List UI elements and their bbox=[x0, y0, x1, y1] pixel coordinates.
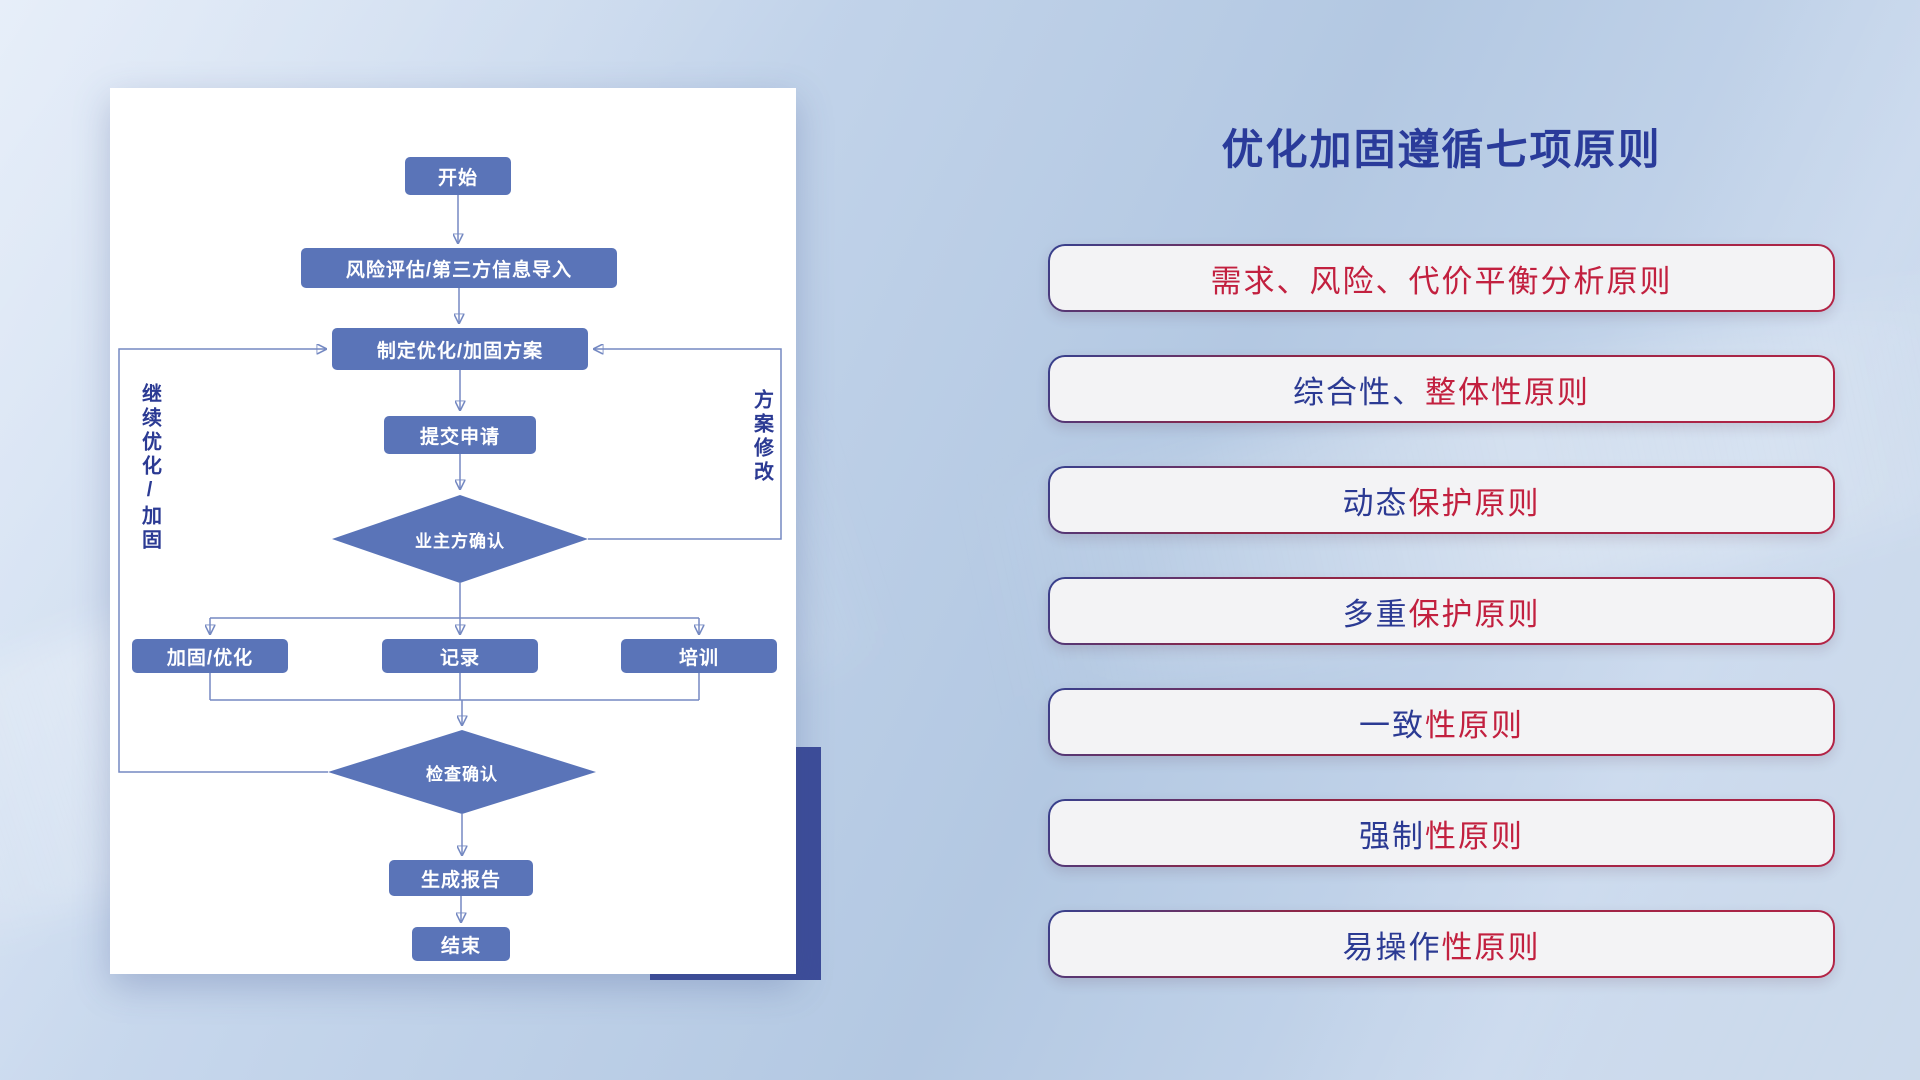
principle-pill: 综合性、整体性原则 bbox=[1048, 355, 1835, 423]
flow-node-risk-import: 风险评估/第三方信息导入 bbox=[301, 248, 617, 288]
principle-text: 多重保护原则 bbox=[1050, 579, 1833, 643]
principle-text-segment: 多重 bbox=[1342, 596, 1409, 632]
flowchart-card: 开始 风险评估/第三方信息导入 制定优化/加固方案 提交申请 业主方确认 加固/… bbox=[110, 88, 796, 974]
flow-node-reinforce-optimize: 加固/优化 bbox=[132, 639, 288, 673]
principle-text: 动态保护原则 bbox=[1050, 468, 1833, 532]
principle-text-segment: 保护原则 bbox=[1408, 485, 1541, 521]
principle-text-segment: 性原则 bbox=[1441, 929, 1541, 965]
flow-node-generate-report: 生成报告 bbox=[389, 860, 533, 896]
loop-label-continue-optimize: 继续优化/加固 bbox=[138, 383, 161, 553]
flow-node-submit-request: 提交申请 bbox=[384, 416, 536, 454]
principle-text-segment: 动态 bbox=[1342, 485, 1409, 521]
principle-text: 强制性原则 bbox=[1050, 801, 1833, 865]
flow-node-end: 结束 bbox=[412, 927, 510, 961]
flow-node-record: 记录 bbox=[382, 639, 538, 673]
principle-pill: 动态保护原则 bbox=[1048, 466, 1835, 534]
principle-text-segment: 性原则 bbox=[1425, 818, 1524, 854]
principle-pill: 一致性原则 bbox=[1048, 688, 1835, 756]
principle-text: 需求、风险、代价平衡分析原则 bbox=[1050, 246, 1833, 310]
principle-text-segment: 需求、风险、代价平衡分析原则 bbox=[1210, 263, 1673, 299]
principle-text-segment: 易操作 bbox=[1342, 929, 1442, 965]
principle-pill: 需求、风险、代价平衡分析原则 bbox=[1048, 244, 1835, 312]
flow-node-make-plan: 制定优化/加固方案 bbox=[332, 328, 588, 370]
principle-text-segment: 性原则 bbox=[1425, 707, 1524, 743]
flow-node-training: 培训 bbox=[621, 639, 777, 673]
loop-label-plan-revise: 方案修改 bbox=[750, 389, 773, 485]
principle-pill: 易操作性原则 bbox=[1048, 910, 1835, 978]
principle-text-segment: 强制 bbox=[1359, 818, 1425, 854]
principle-text: 综合性、整体性原则 bbox=[1050, 357, 1833, 421]
principle-text-segment: 保护原则 bbox=[1408, 596, 1541, 632]
principle-pill: 强制性原则 bbox=[1048, 799, 1835, 867]
flow-connectors bbox=[118, 195, 782, 974]
principle-pill: 多重保护原则 bbox=[1048, 577, 1835, 645]
principle-text: 一致性原则 bbox=[1050, 690, 1833, 754]
principles-list: 需求、风险、代价平衡分析原则综合性、整体性原则动态保护原则多重保护原则一致性原则… bbox=[1048, 244, 1835, 978]
principle-text-segment: 一致 bbox=[1359, 707, 1425, 743]
principle-text-segment: 综合性、 bbox=[1293, 374, 1425, 410]
principle-text: 易操作性原则 bbox=[1050, 912, 1833, 976]
flow-node-start: 开始 bbox=[405, 157, 511, 195]
panel-title: 优化加固遵循七项原则 bbox=[1221, 126, 1662, 173]
principle-text-segment: 整体性原则 bbox=[1425, 374, 1590, 410]
